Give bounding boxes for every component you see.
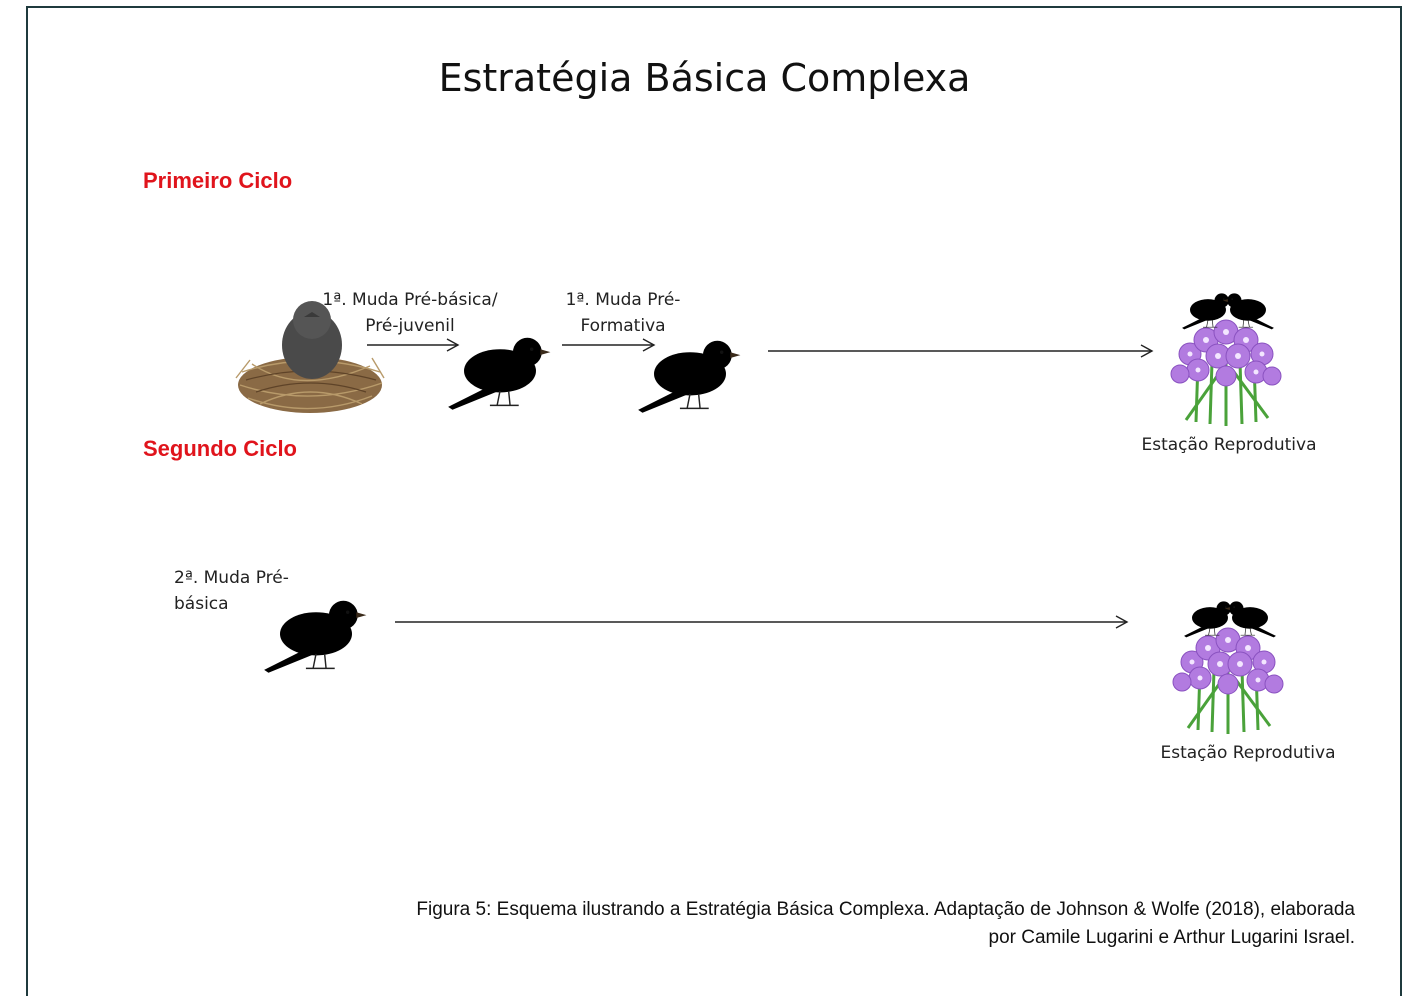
caption-line1: Figura 5: Esquema ilustrando a Estratégi… (416, 899, 1355, 920)
formative-bird-icon (637, 340, 742, 414)
adult-bird-icon (263, 599, 368, 674)
figure-caption: Figura 5: Esquema ilustrando a Estratégi… (275, 896, 1355, 952)
first-cycle-label: Primeiro Ciclo (143, 168, 293, 193)
molt3-label-line1: 2ª. Muda Pré- (174, 568, 289, 588)
molt2-label-line1: 1ª. Muda Pré- (565, 290, 681, 310)
juvenile-bird-icon (447, 337, 552, 411)
molt2-label-line2: Formativa (580, 316, 666, 336)
figure-frame (26, 6, 1402, 996)
figure-title: Estratégia Básica Complexa (438, 56, 971, 100)
molt3-label: 2ª. Muda Pré- básica (174, 565, 289, 617)
nestling-bird-icon (282, 301, 342, 379)
molt1-label-line2: Pré-juvenil (365, 316, 455, 336)
molt1-label: 1ª. Muda Pré-básica/ Pré-juvenil (300, 287, 520, 339)
second-cycle-label: Segundo Ciclo (143, 436, 297, 461)
breeding-label-1: Estação Reprodutiva (1141, 435, 1317, 455)
breeding-season-icon-1 (1171, 293, 1281, 426)
caption-line2: por Camile Lugarini e Arthur Lugarini Is… (988, 927, 1355, 948)
molt1-label-line1: 1ª. Muda Pré-básica/ (322, 290, 498, 310)
molt3-label-line2: básica (174, 594, 229, 614)
molt2-label: 1ª. Muda Pré- Formativa (548, 287, 698, 339)
breeding-label-2: Estação Reprodutiva (1160, 743, 1336, 763)
breeding-season-icon-2 (1173, 601, 1283, 734)
